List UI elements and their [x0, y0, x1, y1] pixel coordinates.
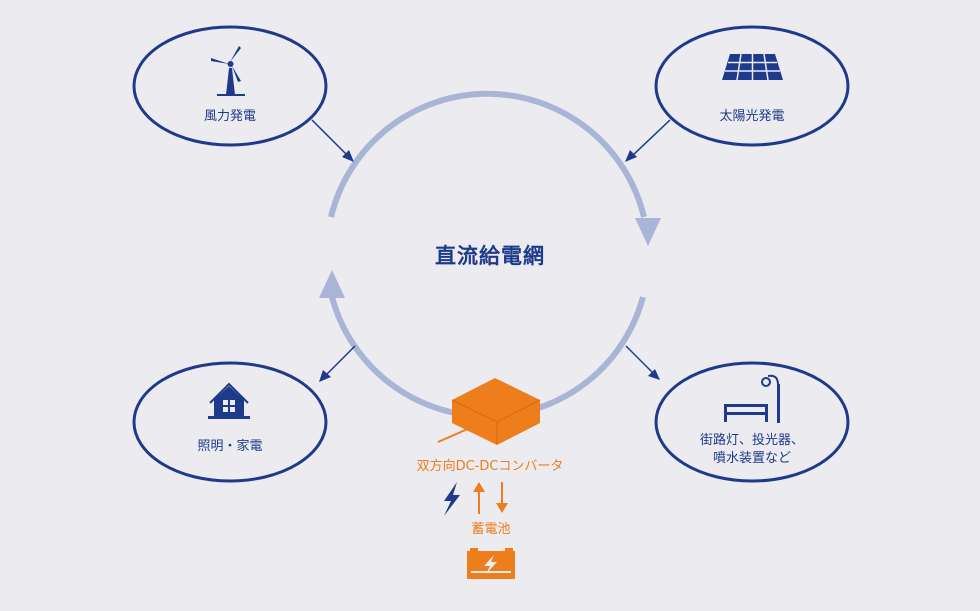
node-home-oval [132, 361, 328, 483]
streetlight-bench-icon [724, 374, 780, 423]
ring-arc-top-right [328, 90, 647, 218]
house-icon [208, 382, 250, 419]
node-street-oval [654, 361, 850, 483]
arrow-ring-to-home [324, 345, 356, 377]
wind-turbine-icon [211, 46, 245, 96]
node-street-label-line2: 噴水装置など [712, 451, 791, 466]
node-street-label-line1: 街路灯、投光器、 [699, 433, 804, 448]
node-street-label: 街路灯、投光器、 噴水装置など [677, 432, 827, 468]
battery-label: 蓄電池 [471, 522, 511, 537]
node-home-label: 照明・家電 [197, 439, 263, 454]
node-wind-label: 風力発電 [203, 109, 256, 124]
ring-arrowhead-right [635, 218, 661, 246]
node-solar-label: 太陽光発電 [719, 109, 785, 124]
node-solar-oval [654, 25, 850, 147]
solar-panel-icon [722, 53, 783, 81]
converter-box-icon [437, 378, 541, 445]
charge-discharge-arrows [473, 482, 508, 514]
arrow-ring-to-street [625, 345, 655, 375]
arrow-solar-to-ring-head [625, 150, 637, 162]
arrow-ring-to-street-head [648, 369, 660, 380]
arrow-solar-to-ring [631, 119, 671, 157]
converter-label: 双方向DC-DCコンバータ [416, 459, 564, 474]
center-title: 直流給電網 [435, 244, 545, 268]
arrow-ring-to-home-head [319, 370, 331, 382]
lightning-icon [444, 482, 460, 516]
battery-icon [467, 548, 515, 579]
ring-arrowhead-left [319, 270, 345, 298]
arrow-wind-to-ring [311, 119, 349, 157]
node-wind-oval [132, 25, 328, 147]
arrow-wind-to-ring-head [342, 150, 354, 162]
connector-arrows [311, 119, 671, 382]
